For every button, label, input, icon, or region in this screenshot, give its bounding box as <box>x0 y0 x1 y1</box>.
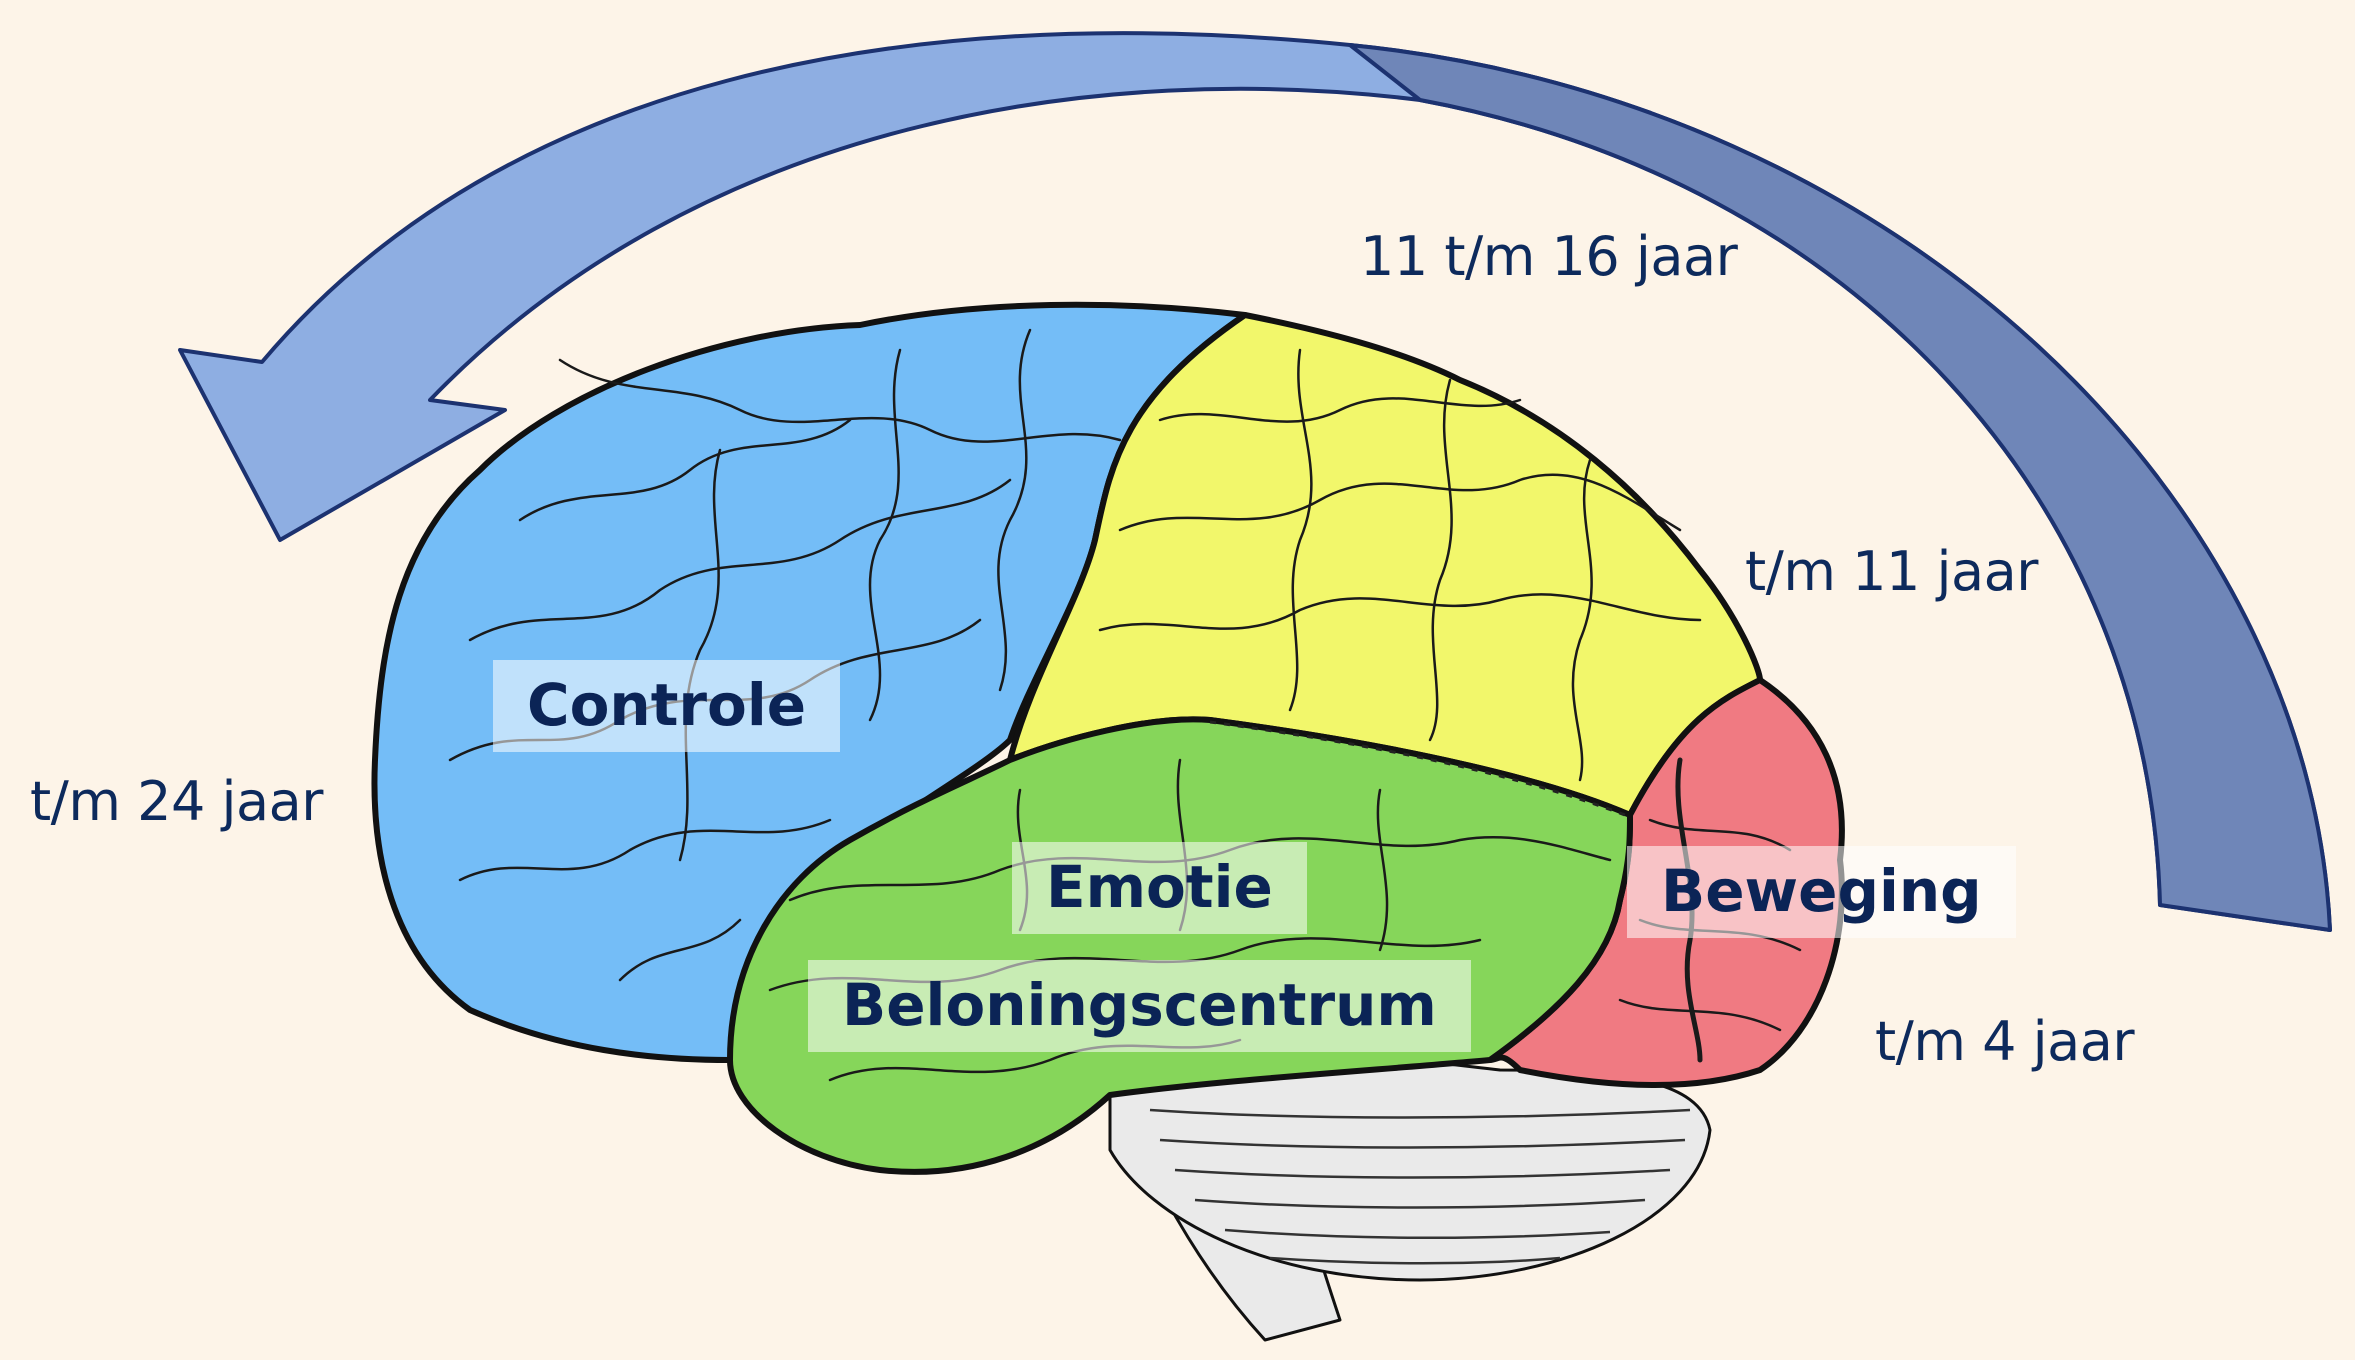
age-label-11-16: 11 t/m 16 jaar <box>1360 225 1737 288</box>
brain <box>374 305 1841 1340</box>
region-label-emotie: Emotie <box>1012 842 1307 934</box>
age-label-11: t/m 11 jaar <box>1745 540 2038 603</box>
region-label-beweging: Beweging <box>1627 846 2016 938</box>
region-label-controle: Controle <box>493 660 840 752</box>
region-label-beloningscentrum: Beloningscentrum <box>808 960 1471 1052</box>
age-label-24: t/m 24 jaar <box>30 770 323 833</box>
age-label-4: t/m 4 jaar <box>1875 1010 2134 1073</box>
